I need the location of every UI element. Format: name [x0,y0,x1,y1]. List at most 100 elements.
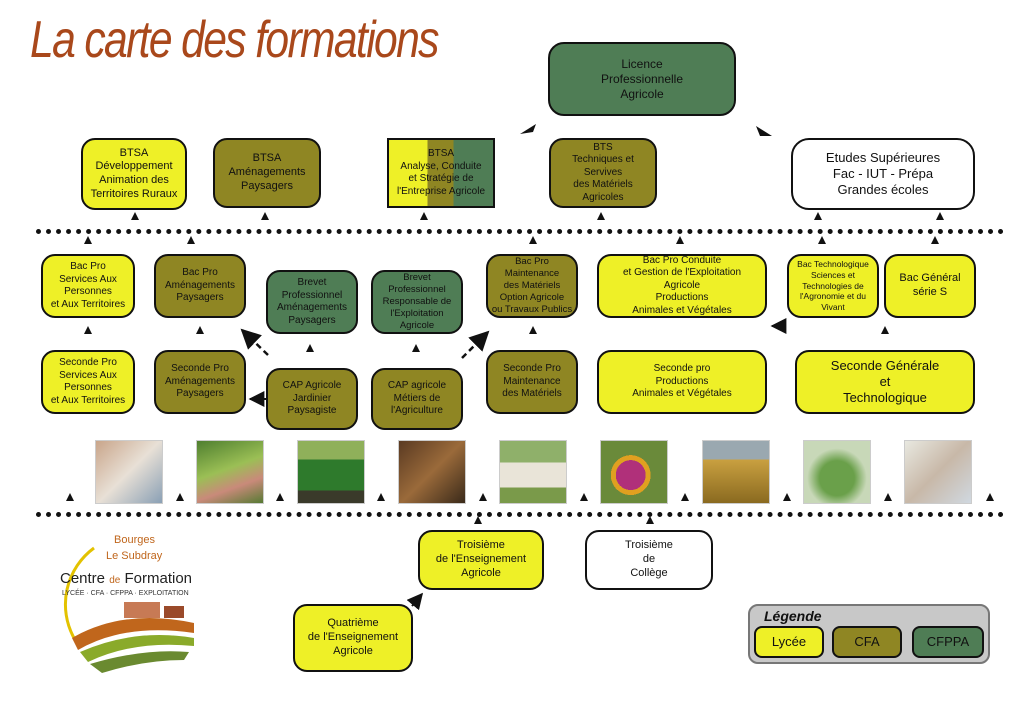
up-arrow [176,493,184,501]
legend-cfa-label: CFA [854,633,880,649]
upper-dotted-line [36,229,1004,234]
seconde-amenagements-label: Seconde Pro Aménagements Paysagers [164,363,236,400]
seconde-generale-box[interactable]: Seconde Générale et Technologique [795,350,975,414]
up-arrow [377,493,385,501]
bts-tsma-box[interactable]: BTS Techniques et Servives des Matériels… [549,138,657,208]
up-arrow [529,326,537,334]
brevet-responsable-box[interactable]: Brevet Professionnel Responsable de l'Ex… [371,270,463,334]
legend-lycee-label: Lycée [771,633,807,649]
legend-lycee: Lycée [754,626,824,658]
troisieme-ens-label: Troisième de l'Enseignement Agricole [435,539,527,579]
seconde-amenagements-box[interactable]: Seconde Pro Aménagements Paysagers [154,350,246,414]
troisieme-college-box[interactable]: Troisième de Collège [585,530,713,590]
legend-cfppa-label: CFPPA [926,633,970,649]
up-arrow [814,212,822,220]
btsa-dev-label: BTSA Développement Animation des Territo… [90,146,178,200]
up-arrow [529,236,537,244]
btsa-acse-box[interactable]: BTSA Analyse, Conduite et Stratégie de l… [387,138,495,208]
etudes-sup-box[interactable]: Etudes Supérieures Fac - IUT - Prépa Gra… [791,138,975,210]
cap-metiers-label: CAP agricole Métiers de l'Agriculture [387,380,447,417]
bacpro-cgea-box[interactable]: Bac Pro Conduite et Gestion de l'Exploit… [597,254,767,318]
up-arrow [412,344,420,352]
logo-centre: Centre de Formation [60,570,192,587]
dashed-arrow-cap-to-bacpro [240,328,269,356]
dashed-arrow-cap-to-maintenance [461,330,490,359]
quatrieme-box[interactable]: Quatrième de l'Enseignement Agricole [293,604,413,672]
logo-bourges: Bourges [114,534,155,546]
up-arrow [420,212,428,220]
up-arrow [676,236,684,244]
bac-stav-label: Bac Technologique Sciences et Technologi… [797,259,869,312]
bacpro-cgea-label: Bac Pro Conduite et Gestion de l'Exploit… [622,254,742,316]
etudes-sup-label: Etudes Supérieures Fac - IUT - Prépa Gra… [825,149,941,198]
page-title: La carte des formations [30,11,440,69]
up-arrow [276,493,284,501]
cap-jardinier-label: CAP Agricole Jardinier Paysagiste [282,380,342,417]
up-arrow [479,493,487,501]
legend-title: Légende [764,608,822,624]
up-arrow [783,493,791,501]
legend-cfppa: CFPPA [912,626,984,658]
legend: Légende Lycée CFA CFPPA [748,604,990,664]
brevet-amenagements-box[interactable]: Brevet Professionnel Aménagements Paysag… [266,270,358,334]
up-arrows [66,212,994,524]
brevet-responsable-label: Brevet Professionnel Responsable de l'Ex… [382,272,452,331]
tractor-photo [297,440,365,504]
sheep-photo [499,440,567,504]
seconde-productions-label: Seconde pro Productions Animales et Végé… [632,363,732,400]
plant-photo [803,440,871,504]
btsa-dev-box[interactable]: BTSA Développement Animation des Territo… [81,138,187,210]
arrow-quatrieme-to-troisieme [406,592,424,611]
bacpro-amenagements-box[interactable]: Bac Pro Aménagements Paysagers [154,254,246,318]
up-arrow [986,493,994,501]
up-arrow [196,326,204,334]
seconde-productions-box[interactable]: Seconde pro Productions Animales et Végé… [597,350,767,414]
cap-jardinier-box[interactable]: CAP Agricole Jardinier Paysagiste [266,368,358,430]
btsa-amenagements-label: BTSA Aménagements Paysagers [228,152,306,192]
brevet-amenagements-label: Brevet Professionnel Aménagements Paysag… [276,277,348,326]
bac-s-box[interactable]: Bac Général série S [884,254,976,318]
logo-subdray: Le Subdray [106,550,163,562]
troisieme-ens-box[interactable]: Troisième de l'Enseignement Agricole [418,530,544,590]
wheat-photo [702,440,770,504]
btsa-amenagements-box[interactable]: BTSA Aménagements Paysagers [213,138,321,208]
seconde-maintenance-box[interactable]: Seconde Pro Maintenance des Matériels [486,350,578,414]
seconde-services-label: Seconde Pro Services Aux Personnes et Au… [50,357,126,406]
bacpro-services-label: Bac Pro Services Aux Personnes et Aux Te… [50,261,126,310]
arrowhead-right [756,126,772,136]
up-arrow [131,212,139,220]
licence-label: Licence Professionnelle Agricole [600,56,684,101]
up-arrow [66,493,74,501]
bac-stav-box[interactable]: Bac Technologique Sciences et Technologi… [787,254,879,318]
up-arrow [681,493,689,501]
logo: Bourges Le Subdray Centre de Formation L… [54,528,204,678]
up-arrow [818,236,826,244]
logo-subtitle: LYCÉE · CFA · CFPPA · EXPLOITATION [62,590,189,597]
garden-photo [196,440,264,504]
logo-arc-icon [63,546,194,673]
up-arrow [580,493,588,501]
up-arrow [884,493,892,501]
bee-flower-photo [600,440,668,504]
lower-dotted-line [36,512,1004,517]
logo-de-word: de [109,575,121,586]
troisieme-college-label: Troisième de Collège [625,539,673,579]
bacpro-maintenance-label: Bac Pro Maintenance des Matériels Option… [491,256,573,315]
workshop-photo [398,440,466,504]
up-arrow [931,236,939,244]
seconde-generale-label: Seconde Générale et Technologique [830,357,940,406]
seconde-services-box[interactable]: Seconde Pro Services Aux Personnes et Au… [41,350,135,414]
btsa-acse-label: BTSA Analyse, Conduite et Stratégie de l… [396,148,486,197]
bts-tsma-label: BTS Techniques et Servives des Matériels… [572,141,634,203]
up-arrow [597,212,605,220]
up-arrow [84,326,92,334]
bacpro-maintenance-box[interactable]: Bac Pro Maintenance des Matériels Option… [486,254,578,318]
up-arrow [306,344,314,352]
licence-box[interactable]: Licence Professionnelle Agricole [548,42,736,116]
care-photo [95,440,163,504]
cap-metiers-box[interactable]: CAP agricole Métiers de l'Agriculture [371,368,463,430]
legend-cfa: CFA [832,626,902,658]
up-arrow [187,236,195,244]
bacpro-services-box[interactable]: Bac Pro Services Aux Personnes et Aux Te… [41,254,135,318]
